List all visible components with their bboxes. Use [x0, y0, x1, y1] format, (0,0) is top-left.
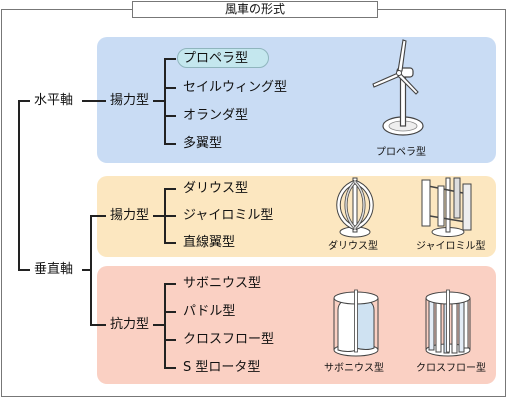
- type-propeller: プロペラ型: [183, 51, 249, 66]
- v-lift-connector: [153, 215, 165, 217]
- h-lift-bracket: [164, 58, 166, 145]
- v-drag-tick-3: [164, 339, 176, 341]
- horizontal-connector: [82, 100, 106, 102]
- type-dutch: オランダ型: [183, 108, 249, 123]
- propeller-turbine-illustration: [372, 39, 424, 136]
- group-vertical-lift: 揚力型: [110, 208, 150, 223]
- h-lift-tick-1: [164, 58, 176, 60]
- caption-propeller: プロペラ型: [376, 147, 426, 158]
- type-multiblade: 多翼型: [183, 136, 223, 151]
- group-horizontal-lift: 揚力型: [110, 93, 150, 108]
- v-drag-bracket: [164, 283, 166, 369]
- v-drag-tick-2: [164, 311, 176, 313]
- caption-darrieus: ダリウス型: [328, 241, 378, 252]
- h-lift-tick-3: [164, 115, 176, 117]
- gyromill-turbine-illustration: [421, 177, 472, 237]
- category-horizontal-axis: 水平軸: [34, 93, 74, 108]
- type-s-rotor: S 型ロータ型: [183, 360, 261, 375]
- vertical-connector: [82, 269, 92, 271]
- group-vertical-drag: 抗力型: [110, 317, 150, 332]
- caption-savonius: サボニウス型: [324, 363, 384, 374]
- type-straight-wing: 直線翼型: [183, 235, 236, 250]
- caption-crossflow: クロスフロー型: [416, 363, 486, 374]
- root-bracket-top: [18, 100, 30, 102]
- vertical-tick-drag: [90, 324, 106, 326]
- v-lift-tick-3: [164, 242, 176, 244]
- crossflow-turbine-illustration: [425, 289, 471, 357]
- type-crossflow: クロスフロー型: [183, 332, 275, 347]
- caption-gyromill: ジャイロミル型: [416, 241, 486, 252]
- type-darrieus: ダリウス型: [183, 181, 249, 196]
- vertical-tick-lift: [90, 215, 106, 217]
- root-bracket-vertical: [18, 100, 20, 270]
- v-drag-tick-1: [164, 283, 176, 285]
- type-gyromill: ジャイロミル型: [183, 208, 274, 223]
- savonius-turbine-illustration: [333, 289, 379, 357]
- root-bracket-bottom: [18, 269, 30, 271]
- v-drag-tick-4: [164, 367, 176, 369]
- propeller-highlight: [177, 48, 269, 68]
- v-lift-tick-2: [164, 215, 176, 217]
- type-paddle: パドル型: [183, 304, 236, 319]
- h-lift-tick-2: [164, 87, 176, 89]
- type-savonius: サボニウス型: [183, 276, 262, 291]
- v-drag-connector: [153, 324, 165, 326]
- darrieus-turbine-illustration: [336, 177, 374, 238]
- diagram-title: 風車の形式: [132, 1, 378, 18]
- type-sailwing: セイルウィング型: [183, 80, 288, 95]
- category-vertical-axis: 垂直軸: [34, 262, 74, 277]
- v-lift-tick-1: [164, 188, 176, 190]
- h-lift-tick-4: [164, 143, 176, 145]
- h-lift-connector: [153, 100, 165, 102]
